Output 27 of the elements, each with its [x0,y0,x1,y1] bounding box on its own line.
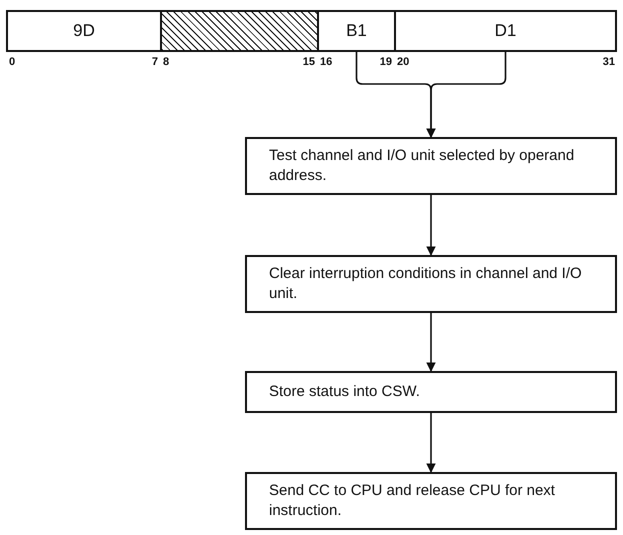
hatched-field [160,10,319,52]
step-text: Clear interruption conditions in channel and I/O unit. [269,264,583,304]
step-text: Test channel and I/O unit selected by operand address. [269,146,576,186]
arrow [426,52,506,138]
bit-number: 15 [302,56,315,68]
instruction-field [394,10,617,52]
bit-number: 7 [152,56,158,68]
bit-number: 0 [9,56,16,68]
instruction-field [317,10,396,52]
bit-number: 16 [320,56,332,68]
bit-number: 8 [163,56,170,68]
bit-number: 19 [380,56,392,68]
process-box [245,371,617,413]
process-box [245,137,617,195]
bit-number: 31 [602,56,615,68]
process-box [245,472,617,530]
arrow [426,313,436,372]
instruction-field [6,10,162,52]
bit-number: 20 [397,56,410,68]
arrow [426,195,436,256]
step-text: Store status into CSW. [269,382,420,402]
field-name: D1 [494,21,516,41]
field-name: 9D [73,21,95,41]
step-text: Send CC to CPU and release CPU for next instruction. [269,481,556,521]
arrow [426,413,436,473]
field-name: B1 [346,21,367,41]
process-box [245,255,617,313]
